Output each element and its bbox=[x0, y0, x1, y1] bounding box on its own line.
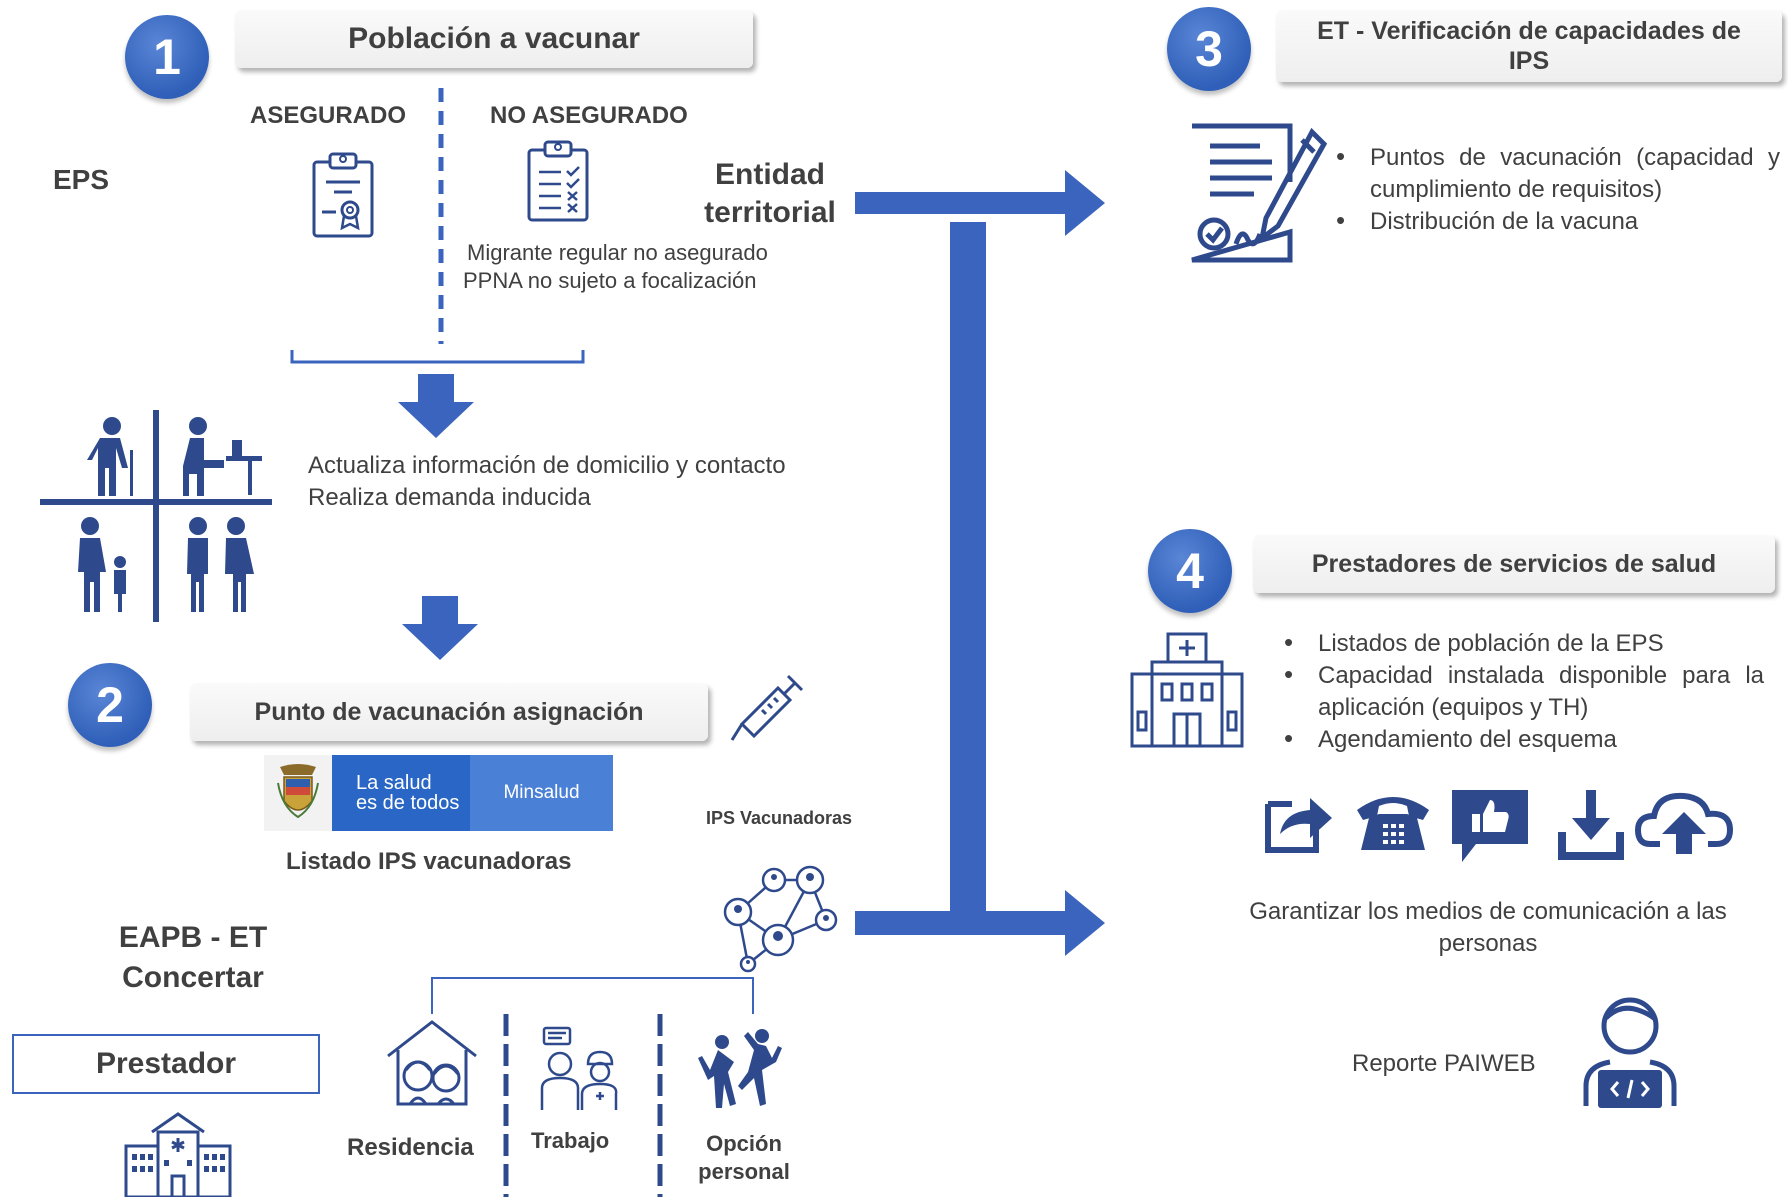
update-line-2: Realiza demanda inducida bbox=[308, 484, 591, 511]
step-3-number: 3 bbox=[1195, 21, 1223, 77]
update-text: Actualiza información de domicilio y con… bbox=[308, 450, 821, 514]
uninsured-note-2: PPNA no sujeto a focalización bbox=[463, 268, 757, 293]
step-3-header: ET - Verificación de capacidades de IPS bbox=[1276, 10, 1782, 82]
step-1-badge: 1 bbox=[125, 15, 209, 99]
step-4-title: Prestadores de servicios de salud bbox=[1311, 549, 1717, 578]
house-family-icon bbox=[387, 1020, 477, 1106]
share-icon bbox=[1265, 798, 1332, 853]
coat-of-arms-icon bbox=[264, 755, 332, 831]
hospital-icon bbox=[1130, 632, 1244, 748]
step-1-number: 1 bbox=[153, 29, 181, 85]
connector-arrows bbox=[855, 170, 1105, 956]
eapb-label: EAPB - ET Concertar bbox=[88, 918, 298, 998]
prest-bullet-list: Listados de población de la EPS Capacida… bbox=[1284, 626, 1764, 756]
uninsured-label: NO ASEGURADO bbox=[490, 102, 688, 129]
et-bullet-list: Puntos de vacunación (capacidad y cumpli… bbox=[1336, 140, 1780, 238]
contract-signing-icon bbox=[1191, 123, 1328, 263]
option-divider-1 bbox=[503, 1014, 509, 1197]
dancing-people-icon bbox=[698, 1029, 782, 1108]
logo-line-2: es de todos bbox=[356, 792, 460, 814]
list-ips-label: Listado IPS vacunadoras bbox=[286, 848, 572, 875]
syringe-icon bbox=[730, 674, 804, 741]
et-bullet-2: Distribución de la vacuna bbox=[1336, 204, 1780, 238]
telephone-icon bbox=[1357, 797, 1429, 850]
eapb-line-1: EAPB - ET bbox=[118, 921, 268, 954]
developer-icon bbox=[1583, 997, 1677, 1108]
entity-label: Entidad territorial bbox=[704, 158, 836, 229]
step-4-badge: 4 bbox=[1148, 529, 1232, 613]
step-2-title: Punto de vacunación asignación bbox=[254, 697, 644, 726]
step-4-number: 4 bbox=[1176, 543, 1204, 599]
dashed-divider bbox=[438, 88, 444, 344]
option-residence: Residencia bbox=[347, 1134, 474, 1161]
workers-icon bbox=[540, 1026, 618, 1110]
step-3-badge: 3 bbox=[1167, 7, 1251, 91]
logo-brand-panel: Minsalud bbox=[470, 755, 613, 831]
prestador-label: Prestador bbox=[95, 1047, 237, 1080]
step-3-title: ET - Verificación de capacidades de IPS bbox=[1317, 17, 1741, 75]
insured-label: ASEGURADO bbox=[250, 102, 407, 129]
like-icon bbox=[1452, 790, 1528, 862]
et-bullet-1: Puntos de vacunación (capacidad y cumpli… bbox=[1336, 140, 1780, 206]
update-line-1: Actualiza información de domicilio y con… bbox=[308, 452, 786, 479]
eps-label: EPS bbox=[53, 164, 110, 195]
step-2-number: 2 bbox=[96, 677, 124, 733]
option-personal: Opción personal bbox=[698, 1131, 790, 1184]
step-1-title: Población a vacunar bbox=[348, 22, 640, 55]
eapb-line-2: Concertar bbox=[122, 961, 264, 994]
comm-text: Garantizar los medios de comunicación a … bbox=[1249, 898, 1727, 957]
report-label: Reporte PAIWEB bbox=[1352, 1050, 1536, 1077]
options-bracket bbox=[431, 977, 754, 1014]
prest-bullet-3: Agendamiento del esquema bbox=[1284, 722, 1764, 756]
step-2-badge: 2 bbox=[68, 663, 152, 747]
prest-bullet-2: Capacidad instalada disponible para la a… bbox=[1284, 658, 1764, 724]
checklist-icon bbox=[527, 140, 589, 222]
cloud-upload-icon bbox=[1634, 792, 1734, 854]
step-2-header: Punto de vacunación asignación bbox=[190, 683, 708, 741]
uninsured-note-1: Migrante regular no asegurado bbox=[467, 240, 768, 265]
logo-brand: Minsalud bbox=[503, 782, 580, 803]
population-bracket bbox=[290, 350, 585, 364]
down-arrow-2 bbox=[402, 596, 478, 660]
clipboard-certificate-icon bbox=[312, 152, 374, 238]
ips-vacunadoras-label: IPS Vacunadoras bbox=[706, 808, 853, 828]
prestador-box: Prestador bbox=[12, 1034, 320, 1094]
option-work: Trabajo bbox=[531, 1128, 610, 1153]
logo-slogan: La salud es de todos bbox=[332, 755, 470, 831]
logo-line-1: La salud bbox=[356, 772, 432, 794]
family-grid-icon bbox=[40, 410, 272, 622]
down-arrow-1 bbox=[398, 374, 474, 438]
step-1-header: Población a vacunar bbox=[235, 10, 753, 68]
option-divider-2 bbox=[657, 1014, 663, 1197]
step-4-header: Prestadores de servicios de salud bbox=[1253, 535, 1775, 593]
minsalud-logo: La salud es de todos Minsalud bbox=[264, 755, 613, 831]
download-icon bbox=[1558, 790, 1624, 860]
prest-bullet-1: Listados de población de la EPS bbox=[1284, 626, 1764, 660]
network-icon bbox=[723, 865, 838, 973]
hospital-small-icon bbox=[124, 1112, 232, 1197]
